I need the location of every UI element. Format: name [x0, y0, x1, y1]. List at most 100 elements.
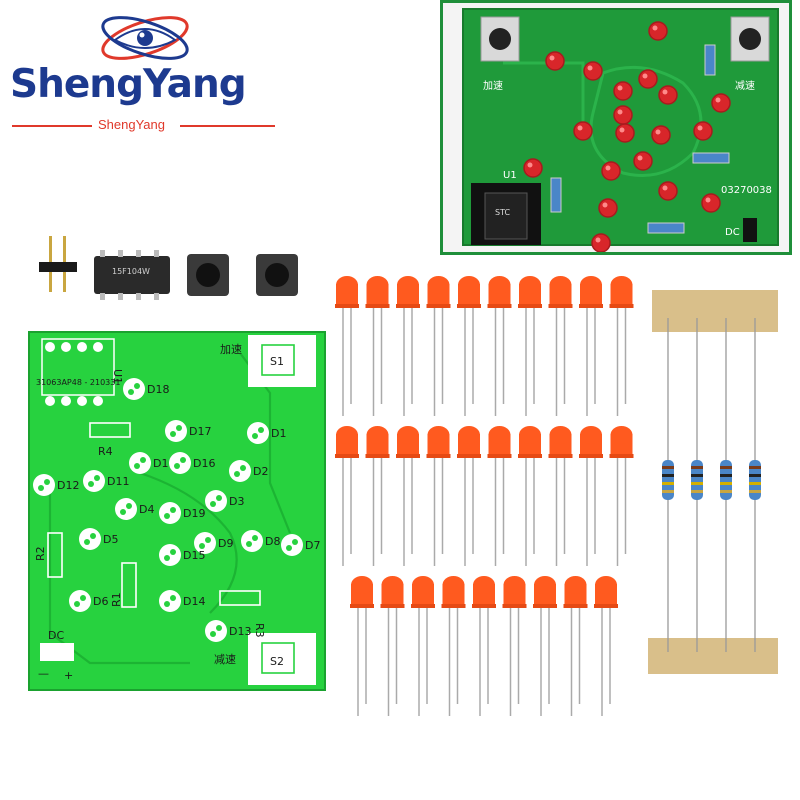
inset-dc-header: [743, 218, 757, 242]
pcb-s2-footprint: [248, 633, 316, 685]
resistor-3: [720, 318, 732, 652]
inset-led-17: [598, 198, 618, 218]
pcb-led-footprints: D1D2D3D4D5D6D7D8D9D10D11D12D13D14D15D16D…: [33, 378, 320, 642]
resistor-tape: [648, 290, 778, 674]
inset-led-15: [658, 181, 678, 201]
pcb-decelerate-label: 减速: [214, 653, 236, 666]
led-3-8: [563, 576, 588, 716]
svg-text:D17: D17: [189, 425, 211, 438]
pcb-led-D4: D4: [115, 498, 154, 520]
assembled-board-drawing: 加速 减速 STC U1 03270038 DC: [462, 8, 779, 252]
svg-text:D13: D13: [229, 625, 251, 638]
brand-divider-left: [12, 125, 92, 127]
bare-pcb: 31063AP48 - 210331 U1 加速 S1 减速 S2 DC — +…: [28, 331, 326, 691]
led-1-2: [365, 276, 390, 416]
pcb-led-D18: D18: [123, 378, 169, 400]
led-3-9: [594, 576, 618, 716]
inset-led-5: [658, 85, 678, 105]
ic-marking: 15F104W: [112, 267, 150, 276]
svg-text:D12: D12: [57, 479, 79, 492]
pcb-led-D3: D3: [205, 490, 244, 512]
inset-led-18: [591, 233, 611, 252]
led-2-5: [457, 426, 481, 566]
pcb-drawing: 31063AP48 - 210331 U1 加速 S1 减速 S2 DC — +…: [33, 335, 320, 685]
pcb-minus-label: —: [38, 667, 49, 680]
svg-text:D15: D15: [183, 549, 205, 562]
decelerate-button-photo: [730, 16, 770, 62]
led-3-5: [472, 576, 496, 716]
pcb-dc-label: DC: [48, 629, 64, 642]
inset-led-2: [583, 61, 603, 81]
led-1-8: [548, 276, 573, 416]
led-1-6: [487, 276, 512, 416]
pcb-s1-footprint: [248, 335, 316, 387]
inset-led-14: [633, 151, 653, 171]
svg-text:D14: D14: [183, 595, 205, 608]
pcb-led-D12: D12: [33, 474, 79, 496]
inset-dc-label: DC: [725, 227, 740, 238]
led-1-9: [579, 276, 603, 416]
led-3-2: [380, 576, 405, 716]
pcb-led-D11: D11: [83, 470, 129, 492]
svg-text:D11: D11: [107, 475, 129, 488]
inset-led-1: [545, 51, 565, 71]
push-button-2: [256, 254, 298, 296]
inset-led-12: [523, 158, 543, 178]
pcb-header-pads: [41, 338, 115, 406]
svg-text:D8: D8: [265, 535, 280, 548]
inset-accelerate-label: 加速: [483, 80, 503, 92]
led-2-8: [548, 426, 573, 566]
pcb-code-label: 31063AP48 - 210331: [36, 378, 120, 387]
pcb-plus-label: +: [64, 669, 73, 682]
led-1-4: [426, 276, 451, 416]
svg-text:D2: D2: [253, 465, 268, 478]
pcb-r2: R2: [34, 532, 63, 578]
led-1-3: [396, 276, 420, 416]
svg-text:D3: D3: [229, 495, 244, 508]
led-2-7: [518, 426, 542, 566]
inset-led-11: [573, 121, 593, 141]
inset-led-4: [638, 69, 658, 89]
tape-bottom: [648, 638, 778, 674]
svg-text:D7: D7: [305, 539, 320, 552]
pcb-dc-pads: [40, 643, 74, 661]
led-1-10: [609, 276, 634, 416]
pcb-led-D17: D17: [165, 420, 211, 442]
accelerate-button-photo: [480, 16, 520, 62]
led-2-3: [396, 426, 420, 566]
svg-text:D9: D9: [218, 537, 233, 550]
pcb-led-D15: D15: [159, 544, 205, 566]
inset-led-group: [523, 21, 731, 252]
svg-text:D6: D6: [93, 595, 108, 608]
brand-name: ShengYang: [10, 62, 247, 107]
inset-led-13: [601, 161, 621, 181]
pcb-s2-label: S2: [270, 655, 284, 668]
pcb-led-D6: D6: [69, 590, 108, 612]
ic-chip: 15F104W: [94, 250, 170, 300]
inset-led-7: [711, 93, 731, 113]
pcb-led-D9: D9: [194, 532, 233, 554]
led-2-2: [365, 426, 390, 566]
brand-eye-logo: [101, 16, 189, 60]
svg-text:D5: D5: [103, 533, 118, 546]
ic-socket-photo: STC: [471, 183, 541, 245]
led-2-9: [579, 426, 603, 566]
pcb-led-D13: D13: [205, 620, 251, 642]
led-2-4: [426, 426, 451, 566]
led-2-10: [609, 426, 634, 566]
pcb-led-D16: D16: [169, 452, 215, 474]
svg-text:R1: R1: [110, 592, 123, 607]
inset-u1-label: U1: [503, 170, 517, 181]
pcb-led-D14: D14: [159, 590, 205, 612]
inset-r4: [550, 177, 562, 213]
led-3-6: [502, 576, 527, 716]
pcb-led-D1: D1: [247, 422, 286, 444]
inset-r3: [704, 44, 716, 76]
pcb-led-D5: D5: [79, 528, 118, 550]
tape-top: [652, 290, 778, 332]
inset-led-9: [651, 125, 671, 145]
pcb-led-D10: D10: [129, 452, 175, 474]
pcb-s1-label: S1: [270, 355, 284, 368]
led-3-1: [350, 576, 374, 716]
led-3-7: [533, 576, 557, 716]
